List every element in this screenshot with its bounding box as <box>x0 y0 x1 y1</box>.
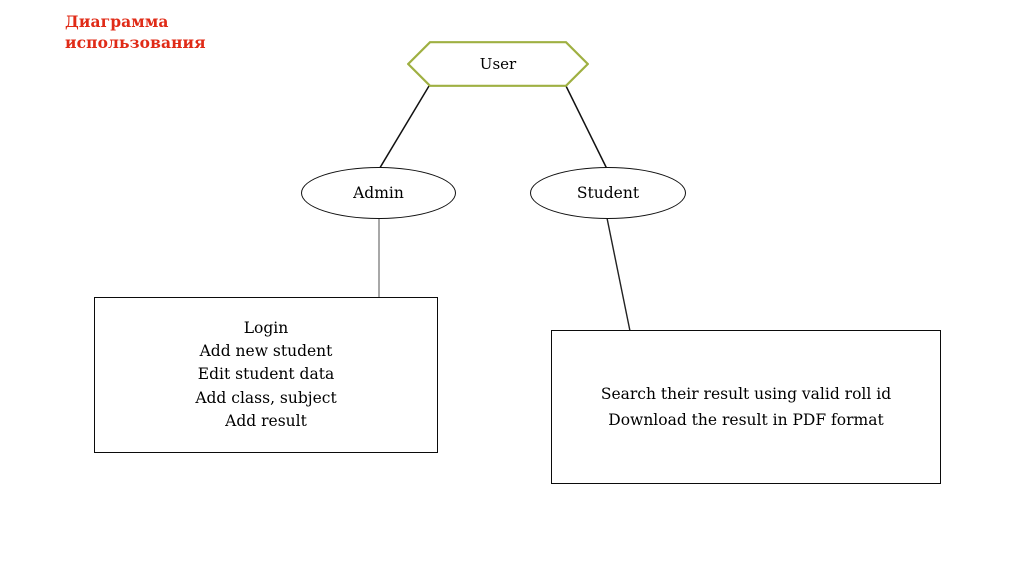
page-title-line-2: использования <box>65 33 206 52</box>
node-admin-actions[interactable]: Login Add new student Edit student data … <box>94 297 438 453</box>
node-admin[interactable]: Admin <box>301 167 456 219</box>
admin-action-item: Add result <box>225 411 307 430</box>
edge-user-to-student <box>565 85 609 172</box>
node-user[interactable]: User <box>407 41 589 87</box>
node-student-actions[interactable]: Search their result using valid roll id … <box>551 330 941 484</box>
node-user-label: User <box>479 55 517 73</box>
page-title-line-1: Диаграмма <box>65 12 169 31</box>
admin-action-item: Add class, subject <box>195 388 337 407</box>
student-action-item: Search their result using valid roll id <box>600 385 892 403</box>
hexagon-shape <box>407 41 589 87</box>
edge-user-to-admin <box>377 85 430 172</box>
edge-student-to-student-actions <box>606 217 631 332</box>
node-admin-label: Admin <box>353 184 404 202</box>
node-student[interactable]: Student <box>530 167 686 219</box>
page-title: Диаграмма использования <box>65 11 315 53</box>
student-action-item: Download the result in PDF format <box>608 411 884 429</box>
admin-action-item: Login <box>243 318 289 337</box>
admin-action-item: Add new student <box>199 342 333 361</box>
node-student-label: Student <box>576 184 640 202</box>
admin-action-item: Edit student data <box>197 365 335 384</box>
